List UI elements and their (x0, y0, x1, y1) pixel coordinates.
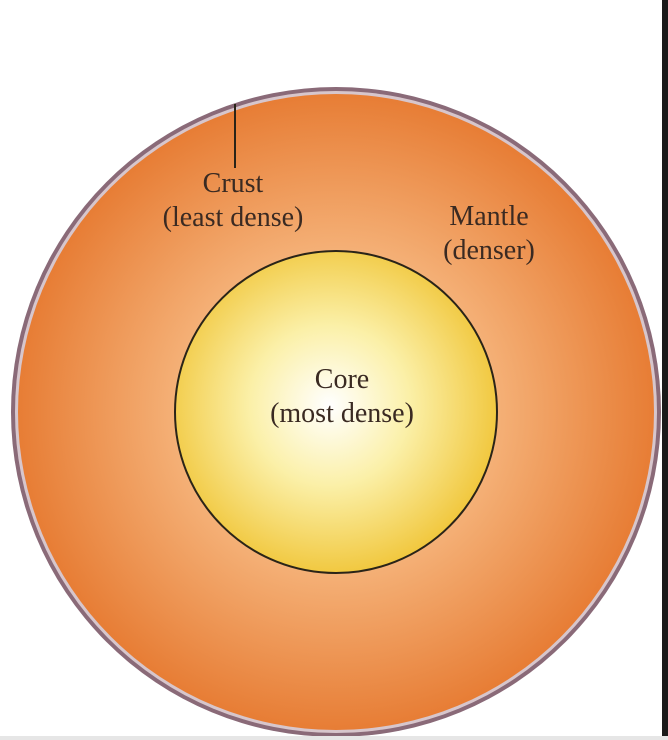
core-label: Core (315, 364, 369, 395)
crust-label: Crust (203, 168, 264, 199)
frame-edge-bottom (0, 736, 668, 740)
mantle-density-label: (denser) (443, 235, 535, 266)
frame-edge-right (662, 0, 668, 740)
crust-density-label: (least dense) (163, 202, 304, 233)
core-density-label: (most dense) (270, 398, 414, 429)
core-layer (174, 250, 498, 574)
mantle-label: Mantle (449, 201, 528, 232)
